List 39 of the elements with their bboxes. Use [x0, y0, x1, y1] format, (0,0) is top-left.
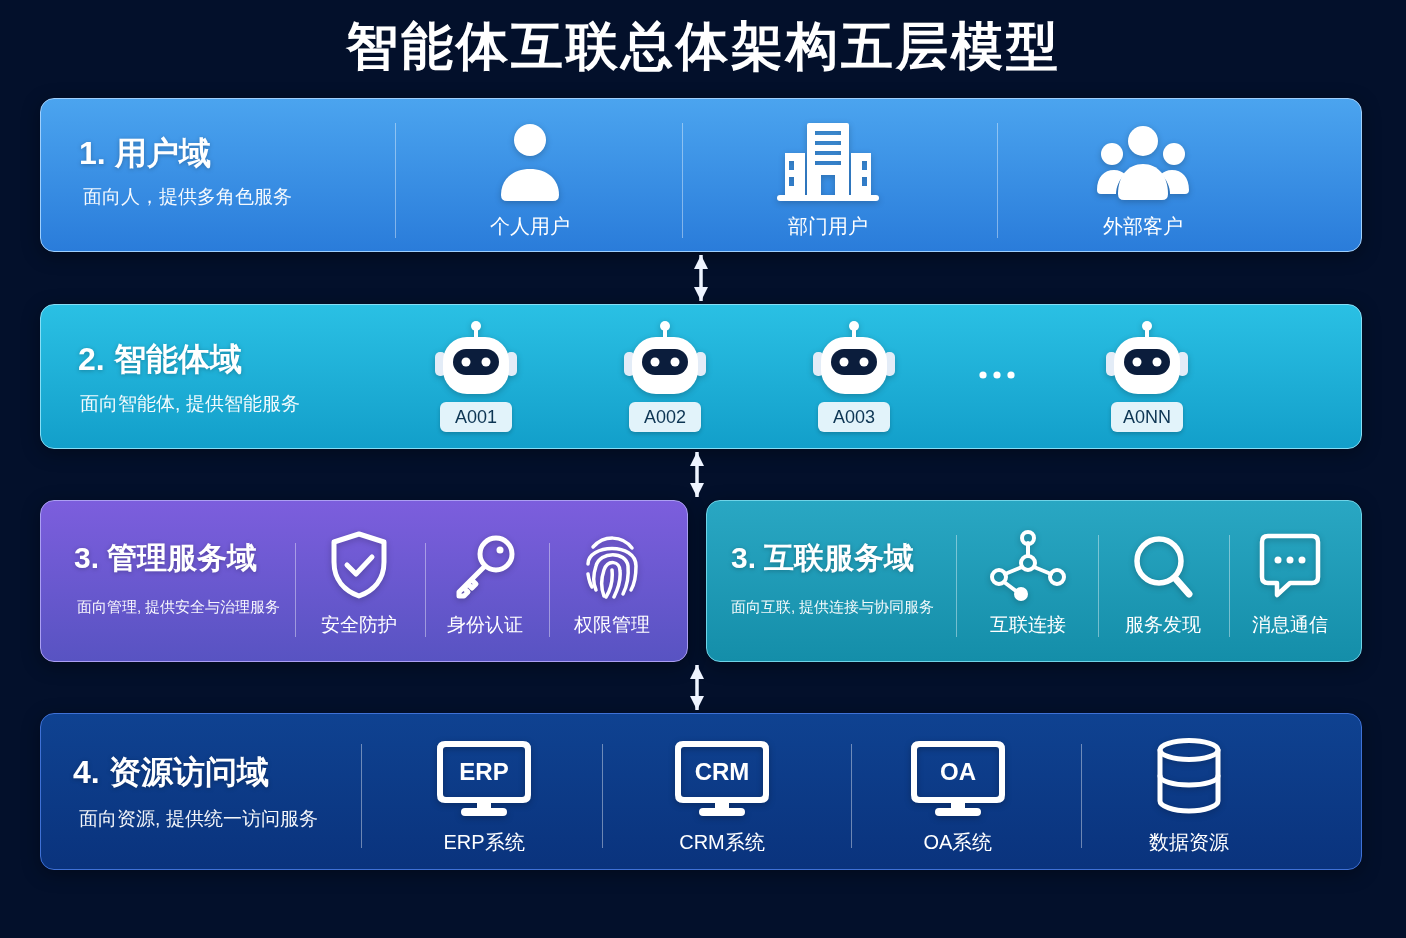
agent-id-badge: A0NN [1111, 402, 1183, 432]
item-label: 互联连接 [990, 613, 1066, 637]
system-caption: OA系统 [923, 830, 993, 855]
layer-description: 面向互联, 提供连接与协同服务 [731, 597, 935, 617]
item-label: 外部客户 [1103, 214, 1183, 239]
system-caption: CRM系统 [679, 830, 765, 855]
layer-title: 2. 智能体域 [78, 340, 242, 379]
system-caption: ERP系统 [443, 830, 525, 855]
monitor-text: ERP [459, 758, 509, 786]
layer-title: 3. 管理服务域 [74, 540, 258, 576]
item-label: 数据资源 [1149, 830, 1229, 855]
item-label: 身份认证 [447, 613, 523, 637]
monitor-text: OA [940, 758, 976, 786]
layer-panel [40, 500, 688, 662]
layer-title: 4. 资源访问域 [73, 753, 269, 792]
layer-title: 3. 互联服务域 [731, 540, 915, 576]
layer-description: 面向智能体, 提供智能服务 [80, 392, 300, 416]
item-label: 权限管理 [574, 613, 650, 637]
layer-description: 面向人，提供多角色服务 [83, 185, 292, 209]
layer-panel [40, 98, 1362, 252]
diagram-title: 智能体互联总体架构五层模型 [345, 16, 1061, 77]
layer-title: 1. 用户域 [79, 134, 211, 173]
agent-id-badge: A001 [440, 402, 512, 432]
item-label: 安全防护 [321, 613, 397, 637]
monitor-text: CRM [694, 758, 750, 786]
agent-id-badge: A002 [629, 402, 701, 432]
double-arrow [690, 665, 704, 710]
double-arrow [690, 452, 704, 497]
layer-panel [706, 500, 1362, 662]
item-label: 服务发现 [1125, 613, 1201, 637]
double-arrow [694, 255, 708, 301]
item-label: 消息通信 [1252, 613, 1328, 637]
agent-id-badge: A003 [818, 402, 890, 432]
layer-description: 面向资源, 提供统一访问服务 [79, 807, 318, 831]
layer-panel [40, 713, 1362, 870]
item-label: 个人用户 [490, 214, 570, 239]
layer-panel [40, 304, 1362, 449]
layer-description: 面向管理, 提供安全与治理服务 [77, 597, 281, 617]
item-label: 部门用户 [788, 214, 868, 239]
